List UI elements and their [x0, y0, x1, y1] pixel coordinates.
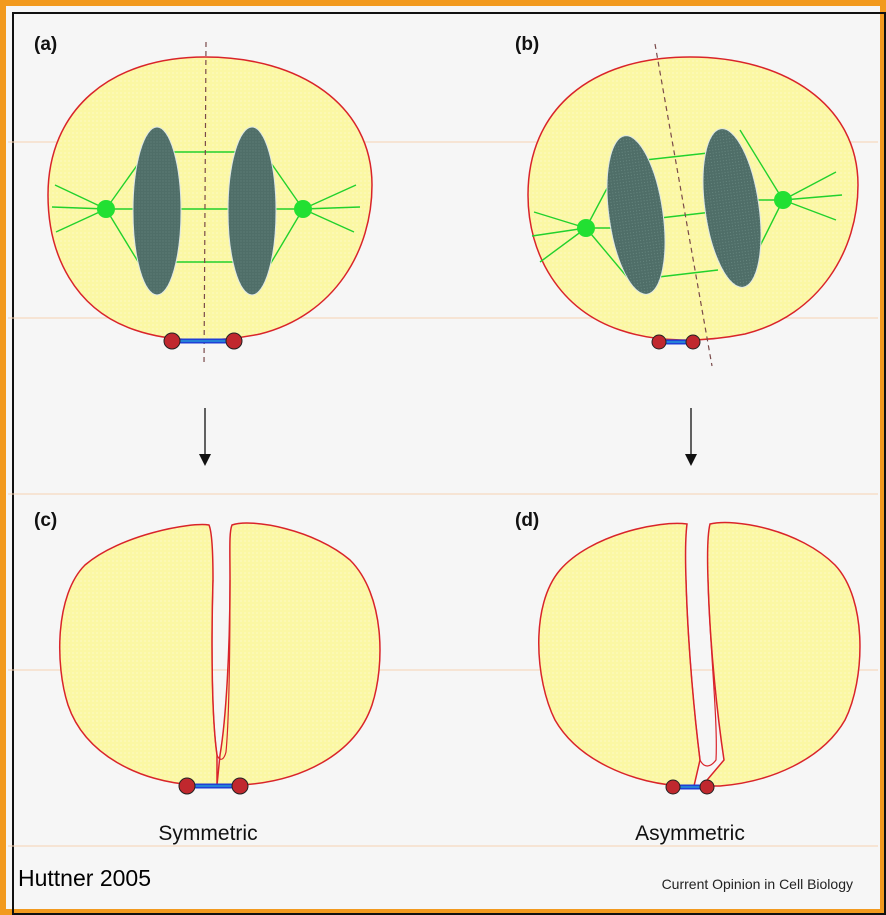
daughter-cell-c-right [217, 523, 380, 785]
arrow-b-to-d [685, 408, 697, 466]
centrosome-a-left [97, 200, 115, 218]
caption-asymmetric: Asymmetric [635, 822, 745, 845]
caption-symmetric: Symmetric [158, 822, 257, 845]
daughter-cell-d-right [702, 523, 860, 786]
panel-b: (b) [515, 34, 858, 466]
cell-a [48, 57, 372, 340]
daughter-cell-c-left [60, 525, 217, 785]
panel-b-label: (b) [515, 34, 539, 55]
centrosome-b-left [577, 219, 595, 237]
panel-c-label: (c) [34, 510, 57, 531]
panel-c: (c) Symmetric [34, 510, 380, 845]
panel-d: (d) Asymmetric [515, 510, 860, 845]
panel-a: (a) [34, 34, 372, 466]
chromatin-a-right [228, 127, 276, 295]
panel-a-label: (a) [34, 34, 57, 55]
chromatin-a-left [133, 127, 181, 295]
panel-d-label: (d) [515, 510, 539, 531]
credit-text: Huttner 2005 [18, 865, 151, 891]
centrosome-a-right [294, 200, 312, 218]
arrow-a-to-c [199, 408, 211, 466]
centrosome-b-right [774, 191, 792, 209]
daughter-cell-d-left [539, 523, 700, 786]
journal-text: Current Opinion in Cell Biology [662, 876, 853, 892]
